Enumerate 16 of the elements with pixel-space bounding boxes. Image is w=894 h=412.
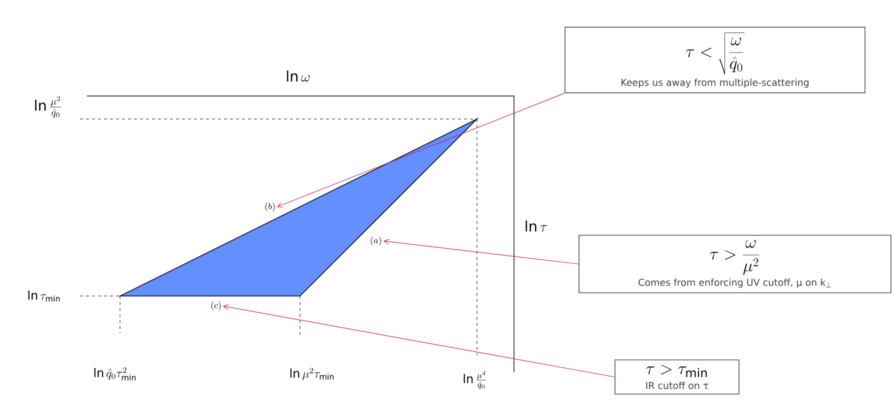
axis-label: $\ln\frac{\mu^2}{\hat{q}_0}$ (35, 96, 62, 118)
arrow (276, 92, 565, 208)
curve-label: $(a)$ (370, 236, 382, 246)
arrow (383, 238, 579, 264)
axis-label: $\ln\tau$ (526, 220, 548, 232)
curve-label: $(b)$ (265, 202, 275, 212)
condition-box: $\tau > \frac{\omega}{\mu^2}$ Comes from enforcing UV cutoff, μ on k$_{⊥}$ (578, 234, 892, 294)
condition-box: $\tau < \sqrt{\frac{\omega}{\hat{q}_0}}$ Keeps us away from multiple-scattering (564, 26, 866, 94)
axis-label: $\ln\frac{\mu^4}{\hat{q}_0}$ (464, 371, 486, 389)
curve-label: $(c)$ (211, 301, 221, 310)
arrow (222, 304, 615, 378)
condition-box: $\tau > \tau_{\mathrm{min}}$ IR cutoff on τ (614, 359, 740, 394)
axis-label: $\ln\hat{q}_0\tau_{\mathrm{min}}^2$ (94, 367, 136, 380)
axis-label: $\ln\omega$ (286, 70, 310, 82)
axis-label: $\ln\tau_{\mathrm{min}}$ (28, 290, 60, 302)
axis-label: $\ln\mu^2\tau_{\mathrm{min}}$ (290, 368, 334, 380)
